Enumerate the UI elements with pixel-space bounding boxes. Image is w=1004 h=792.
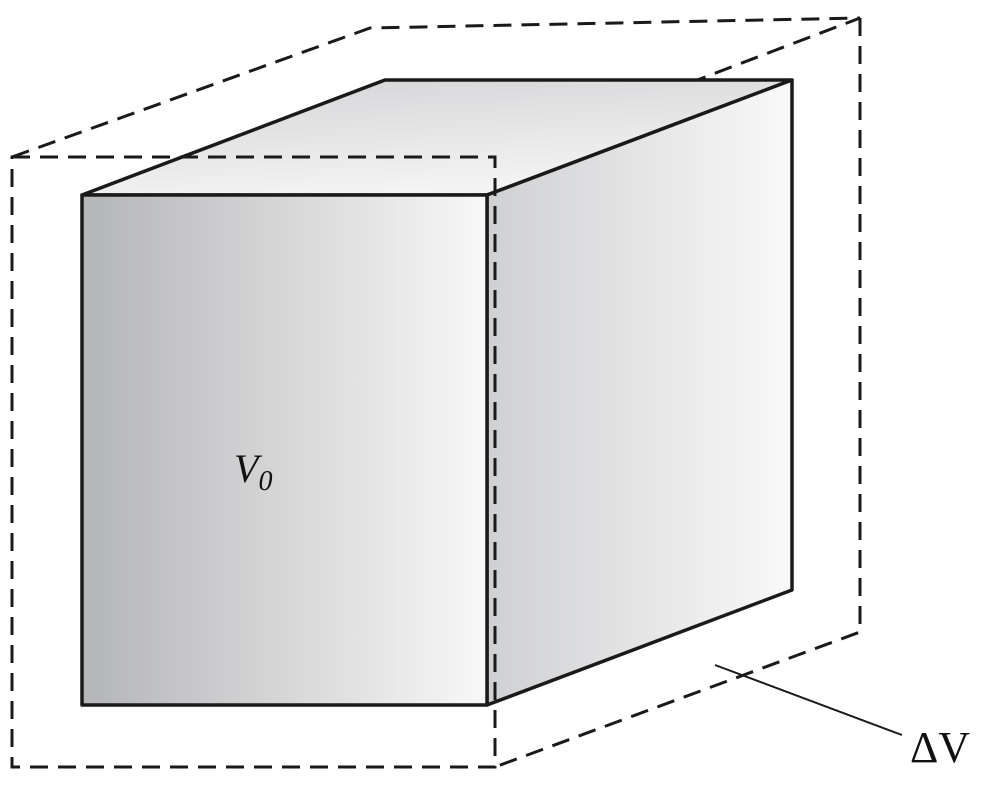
leader-line xyxy=(714,664,903,736)
initial-volume-label: V0 xyxy=(234,446,272,497)
cube-front-face xyxy=(80,193,489,707)
expanded-right-edges xyxy=(494,18,862,769)
expanded-front-face xyxy=(10,155,497,769)
volume-change-label: ΔV xyxy=(910,723,970,772)
original-cube xyxy=(80,78,794,707)
